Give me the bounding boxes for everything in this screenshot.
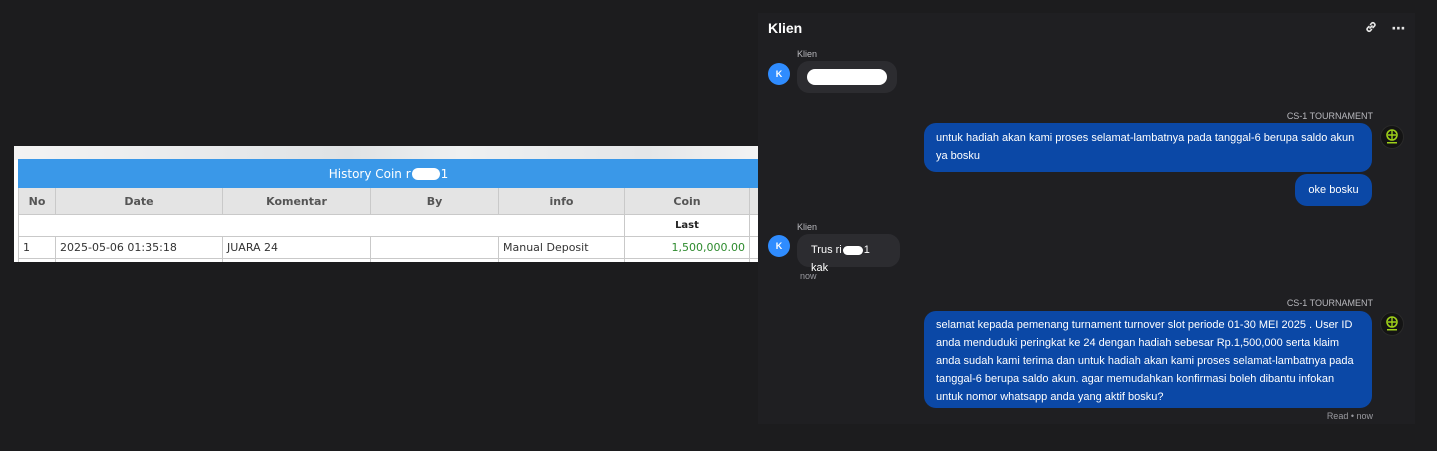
column-header-info[interactable]: info xyxy=(498,187,625,215)
avatar: K xyxy=(768,63,790,85)
sender-name: Klien xyxy=(797,49,818,59)
message-bubble-outgoing: selamat kepada pemenang turnament turnov… xyxy=(924,311,1372,408)
chat-panel: Klien ⋯ Klien K CS-1 TOURNAMENT untuk ha… xyxy=(758,13,1415,424)
filter-row-extra xyxy=(748,214,758,237)
message-timestamp: now xyxy=(800,271,817,281)
chat-header: Klien ⋯ xyxy=(758,13,1415,43)
redacted-text xyxy=(842,245,863,255)
tournament-logo-icon xyxy=(1380,125,1404,149)
cell-partial xyxy=(498,258,625,262)
table-title-suffix: 1 xyxy=(440,166,449,181)
tournament-logo-icon xyxy=(1380,312,1404,336)
cell-partial xyxy=(18,258,56,262)
redacted-text xyxy=(807,69,887,85)
column-header-extra xyxy=(748,187,758,215)
read-status: Read • now xyxy=(1326,411,1373,421)
cell-by xyxy=(370,236,499,259)
message-bubble-outgoing: untuk hadiah akan kami proses selamat-la… xyxy=(924,123,1372,172)
message-text-suffix: 1 kak xyxy=(811,244,870,274)
last-label: Last xyxy=(624,214,750,237)
redacted-username xyxy=(411,168,440,180)
cell-info: Manual Deposit xyxy=(498,236,625,259)
cell-partial xyxy=(748,258,758,262)
message-bubble-outgoing: oke bosku xyxy=(1295,174,1372,206)
filter-row-blank xyxy=(18,214,625,237)
sender-name: Klien xyxy=(797,222,818,232)
column-header-komentar[interactable]: Komentar xyxy=(222,187,371,215)
cell-date: 2025-05-06 01:35:18 xyxy=(55,236,223,259)
message-text-prefix: Trus ri xyxy=(811,244,842,256)
history-coin-screenshot: History Coin r 1 No Date Komentar By info… xyxy=(14,146,758,262)
sender-name: CS-1 TOURNAMENT xyxy=(1286,298,1373,308)
cell-coin: 1,500,000.00 xyxy=(624,236,750,259)
cell-extra xyxy=(748,236,758,259)
filter-row: Last xyxy=(18,214,758,237)
cell-no: 1 xyxy=(18,236,56,259)
table-row-partial xyxy=(18,258,758,262)
table-title: History Coin r 1 xyxy=(17,159,758,188)
message-bubble-incoming xyxy=(797,61,897,93)
table-title-prefix: History Coin r xyxy=(328,166,411,181)
map-background xyxy=(14,146,758,160)
table-row: 1 2025-05-06 01:35:18 JUARA 24 Manual De… xyxy=(18,236,758,259)
sender-name: CS-1 TOURNAMENT xyxy=(1286,111,1373,121)
chat-title: Klien xyxy=(768,20,803,36)
cell-komentar: JUARA 24 xyxy=(222,236,371,259)
column-header-no[interactable]: No xyxy=(18,187,56,215)
column-header-date[interactable]: Date xyxy=(55,187,223,215)
cell-partial xyxy=(55,258,223,262)
more-options-icon[interactable]: ⋯ xyxy=(1391,20,1407,36)
cell-partial xyxy=(222,258,371,262)
history-coin-table: History Coin r 1 No Date Komentar By info… xyxy=(17,159,758,262)
column-header-by[interactable]: By xyxy=(370,187,499,215)
link-icon[interactable] xyxy=(1363,20,1379,36)
column-header-coin[interactable]: Coin xyxy=(624,187,750,215)
cell-partial xyxy=(370,258,499,262)
avatar: K xyxy=(768,235,790,257)
cell-partial xyxy=(624,258,750,262)
